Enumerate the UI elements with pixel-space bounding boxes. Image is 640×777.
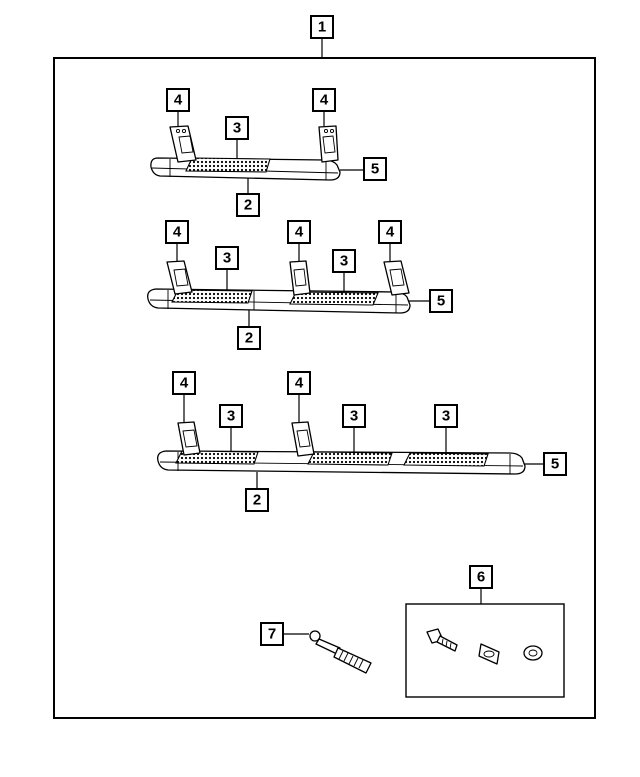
svg-text:4: 4 xyxy=(174,92,183,109)
callout-4: 4 xyxy=(287,371,311,395)
clip-nut-icon xyxy=(478,643,500,665)
callout-4: 4 xyxy=(165,220,189,244)
svg-text:4: 4 xyxy=(295,375,304,392)
callout-3: 3 xyxy=(215,246,239,270)
step-bar-medium xyxy=(147,260,411,314)
callout-3: 3 xyxy=(342,404,366,428)
callout-5: 5 xyxy=(363,157,387,181)
svg-text:3: 3 xyxy=(233,120,241,137)
svg-text:3: 3 xyxy=(223,250,231,267)
callout-4: 4 xyxy=(172,371,196,395)
svg-text:4: 4 xyxy=(386,224,395,241)
svg-text:4: 4 xyxy=(320,92,329,109)
svg-text:2: 2 xyxy=(245,330,253,347)
callout-4: 4 xyxy=(287,220,311,244)
callout-4: 4 xyxy=(312,88,336,112)
callout-7: 7 xyxy=(260,622,284,646)
callout-4: 4 xyxy=(378,220,402,244)
assembly-frame xyxy=(53,57,596,719)
leader-lines xyxy=(176,39,544,635)
svg-text:4: 4 xyxy=(295,224,304,241)
svg-text:7: 7 xyxy=(268,626,276,643)
svg-text:4: 4 xyxy=(180,375,189,392)
callout-3: 3 xyxy=(332,249,356,273)
callout-2: 2 xyxy=(245,488,269,512)
hardware-kit-box xyxy=(405,603,565,698)
step-bar-long xyxy=(157,421,526,475)
svg-text:3: 3 xyxy=(350,408,358,425)
svg-text:5: 5 xyxy=(437,293,445,310)
svg-text:6: 6 xyxy=(477,569,485,586)
svg-text:2: 2 xyxy=(244,197,252,214)
callout-3: 3 xyxy=(219,404,243,428)
svg-text:5: 5 xyxy=(551,456,559,473)
callout-5: 5 xyxy=(543,452,567,476)
callout-3: 3 xyxy=(225,116,249,140)
callout-2: 2 xyxy=(236,193,260,217)
svg-text:3: 3 xyxy=(442,408,450,425)
callout-3: 3 xyxy=(434,404,458,428)
svg-text:5: 5 xyxy=(371,161,379,178)
step-bar-short xyxy=(150,125,341,181)
svg-text:2: 2 xyxy=(253,492,261,509)
svg-text:3: 3 xyxy=(227,408,235,425)
callout-2: 2 xyxy=(237,326,261,350)
svg-text:1: 1 xyxy=(318,19,326,36)
callout-5: 5 xyxy=(429,289,453,313)
bolt-icon xyxy=(426,628,458,652)
callout-1: 1 xyxy=(310,15,334,39)
callout-4: 4 xyxy=(166,88,190,112)
callout-6: 6 xyxy=(469,565,493,589)
socket-tool-icon xyxy=(309,630,372,674)
svg-text:4: 4 xyxy=(173,224,182,241)
washer-icon xyxy=(523,645,543,661)
svg-text:3: 3 xyxy=(340,253,348,270)
